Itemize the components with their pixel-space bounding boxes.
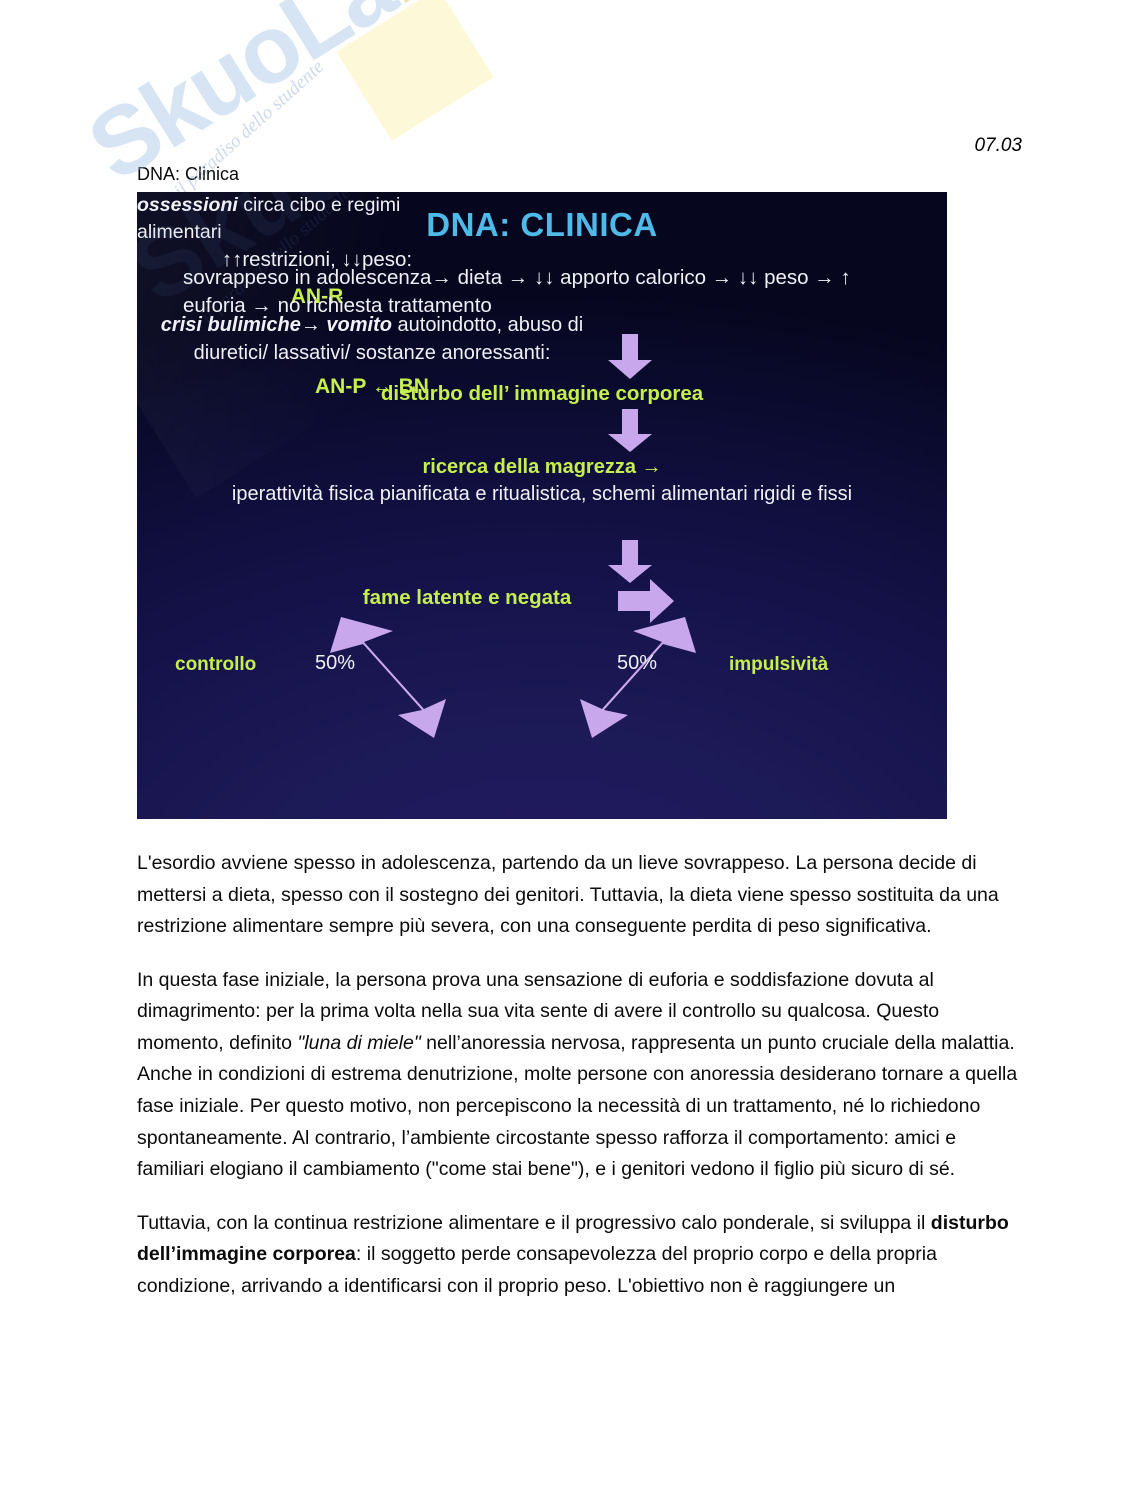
node-an-r-code: AN-R — [290, 284, 344, 308]
paragraph-3: Tuttavia, con la continua restrizione al… — [137, 1208, 1027, 1303]
node-fame-latente: fame latente e negata — [362, 586, 572, 609]
body-text: L'esordio avviene spesso in adolescenza,… — [137, 848, 1027, 1303]
node-an-p-code: AN-P ↔ BN — [315, 374, 429, 398]
date-stamp: 07.03 — [974, 135, 1022, 156]
node-an-p-bold: crisi bulimiche→ vomito — [160, 313, 392, 336]
text-run: "luna di miele" — [297, 1031, 421, 1054]
paragraph-2: In questa fase iniziale, la persona prov… — [137, 965, 1027, 1186]
label-impulsivita: impulsività — [729, 654, 829, 675]
slide-lead-text: sovrappeso in adolescenza→ dieta → ↓↓ ap… — [183, 266, 851, 317]
slide-image: SkuoLa.net il paradiso dello studente DN… — [137, 192, 947, 819]
text-run: : il soggetto perde consapevolezza del p… — [137, 1243, 937, 1297]
label-percent-right: 50% — [617, 652, 658, 674]
node-ossessioni: ossessioni circa cibo e regimi alimentar… — [137, 192, 402, 246]
document-heading: DNA: Clinica — [137, 164, 240, 184]
node-disturbo-immagine-corporea: disturbo dell’ immagine corporea — [380, 382, 704, 405]
node-an-p-rest: autoindotto, abuso di diuretici/ lassati… — [193, 313, 584, 364]
down-arrow-icon-1 — [608, 334, 652, 379]
node-ricerca-magrezza-head: ricerca della magrezza → — [422, 456, 662, 478]
diagonal-arrow-down-right-icon — [580, 617, 696, 738]
text-run: L'esordio avviene spesso in adolescenza,… — [137, 852, 999, 938]
node-ricerca-magrezza: ricerca della magrezza → iperattività fi… — [177, 454, 907, 507]
node-ossessioni-rest: circa cibo e regimi alimentari — [137, 194, 401, 243]
node-an-r-text: ↑↑restrizioni, ↓↓peso: — [221, 247, 413, 271]
slide-title: DNA: CLINICA — [426, 206, 658, 243]
watermark-sticky-note — [336, 0, 494, 141]
paragraph-1: L'esordio avviene spesso in adolescenza,… — [137, 848, 1027, 943]
label-percent-left: 50% — [315, 652, 356, 674]
diagonal-arrow-down-left-icon — [330, 617, 446, 738]
label-controllo: controllo — [175, 654, 257, 675]
down-arrow-icon-2 — [608, 409, 652, 452]
text-run: In questa fase iniziale, la persona prov… — [137, 968, 940, 1054]
text-run: Tuttavia, con la continua restrizione al… — [137, 1211, 931, 1234]
text-run: nell’anoressia nervosa, rappresenta un p… — [137, 1031, 1018, 1181]
node-an-p-bn: crisi bulimiche→ vomito autoindotto, abu… — [137, 311, 607, 401]
right-arrow-icon — [618, 579, 674, 623]
text-run: disturbo dell’immagine corporea — [137, 1211, 1009, 1266]
down-arrow-icon-3 — [608, 540, 652, 583]
node-an-r: ↑↑restrizioni, ↓↓peso: AN-R — [137, 246, 497, 311]
node-ossessioni-bold: ossessioni — [137, 194, 238, 216]
node-ricerca-magrezza-sub: iperattività fisica pianificata e ritual… — [231, 482, 853, 505]
